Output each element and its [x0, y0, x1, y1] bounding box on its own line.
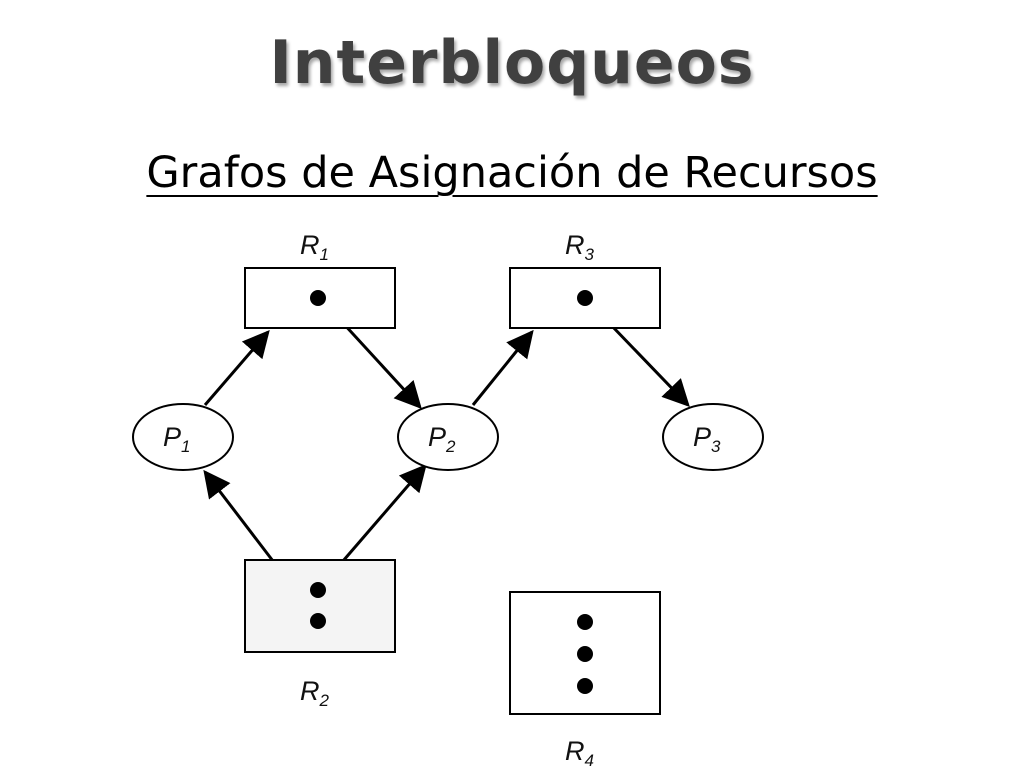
- svg-text:R3: R3: [565, 230, 595, 264]
- resource-instance-dot: [310, 613, 326, 629]
- page-subtitle: Grafos de Asignación de Recursos: [146, 148, 878, 198]
- resource-instance-dot: [577, 646, 593, 662]
- resource-r2-letter: R: [300, 676, 320, 706]
- resource-r2-index: 2: [319, 691, 330, 710]
- svg-text:P1: P1: [163, 422, 190, 456]
- resource-instance-dot: [577, 614, 593, 630]
- resource-r3-index: 3: [585, 245, 595, 264]
- resource-r1-letter: R: [300, 230, 320, 260]
- svg-text:R4: R4: [565, 736, 594, 768]
- resource-r4: R4: [509, 591, 661, 768]
- resource-r3-letter: R: [565, 230, 585, 260]
- edge-p2-r3: [471, 329, 534, 406]
- resource-r4-letter: R: [565, 736, 585, 766]
- resource-instance-dot: [310, 290, 326, 306]
- process-p3-index: 3: [711, 437, 721, 456]
- process-p2: P2: [397, 403, 499, 471]
- svg-text:R2: R2: [300, 676, 330, 710]
- resource-instance-dot: [310, 582, 326, 598]
- process-p3: P3: [662, 403, 764, 471]
- resource-instance-dot: [577, 678, 593, 694]
- process-p1-letter: P: [163, 422, 181, 452]
- svg-text:P3: P3: [693, 422, 721, 456]
- process-p2-index: 2: [445, 437, 456, 456]
- page-title: Interbloqueos: [269, 28, 755, 98]
- resource-r3: R3: [509, 230, 661, 329]
- resource-r2: R2: [244, 559, 396, 710]
- process-p1: P1: [132, 403, 234, 471]
- edge-p1-r1: [203, 329, 270, 406]
- process-p2-letter: P: [428, 422, 446, 452]
- resource-r1-index: 1: [320, 245, 329, 264]
- resource-r4-index: 4: [585, 751, 594, 768]
- process-p3-letter: P: [693, 422, 711, 452]
- svg-text:R1: R1: [300, 230, 329, 264]
- resource-r1: R1: [244, 230, 396, 329]
- process-p1-index: 1: [181, 437, 190, 456]
- resource-instance-dot: [577, 290, 593, 306]
- svg-text:P2: P2: [428, 422, 456, 456]
